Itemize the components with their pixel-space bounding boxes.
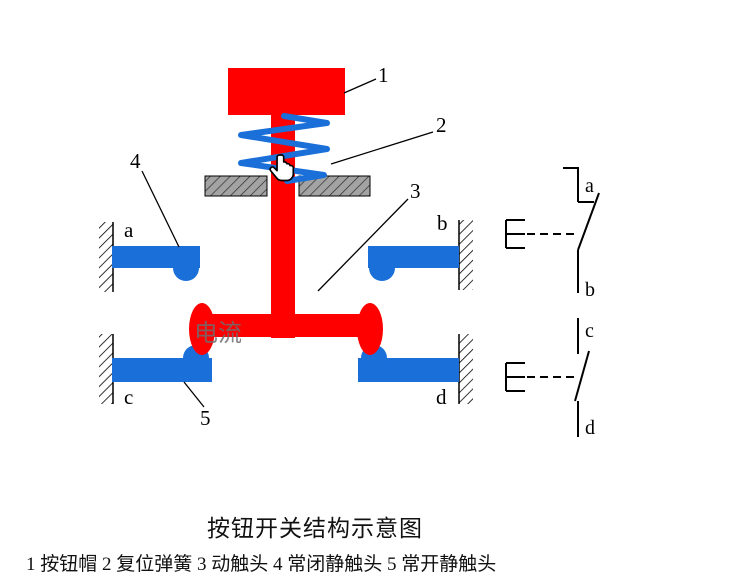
nc-pushbutton-symbol [505,167,600,293]
terminal-label-d: d [436,385,447,409]
leader-line-5 [183,381,205,408]
nc-contact-tip-a [173,255,199,281]
button-cap[interactable] [228,68,345,115]
panel-block-left [204,175,268,197]
nc-contact-tip-b [369,255,395,281]
wall-hatch-upper-left [99,222,113,292]
symbol-label-a: a [585,175,594,197]
leader-line-4 [141,170,180,248]
bridge-contact-left [189,303,215,355]
wall-hatch-upper-right [459,220,473,290]
part-label-1: 1 [378,63,389,87]
parts-legend: 1 按钮帽 2 复位弹簧 3 动触头 4 常闭静触头 5 常开静触头 [26,554,497,575]
no-pushbutton-symbol [505,318,590,437]
leader-line-1 [343,78,377,94]
part-label-4: 4 [130,149,141,173]
symbol-label-d: d [585,417,595,439]
return-spring [238,113,330,184]
bridge-contact-right [357,303,383,355]
nc-symbol-wire-top [563,167,579,202]
terminal-label-a: a [124,218,134,242]
plunger-shaft [271,112,295,338]
leader-line-2 [330,131,434,165]
symbol-label-c: c [585,320,594,342]
nc-symbol-actuator [505,219,525,249]
symbol-label-b: b [585,279,595,301]
wall-hatch-lower-right [459,334,473,404]
diagram-title: 按钮开关结构示意图 [207,516,423,541]
nc-symbol-arm [577,192,600,251]
terminal-label-b: b [437,211,448,235]
terminal-label-c: c [124,385,133,409]
moving-contact-bridge [193,314,377,337]
part-label-3: 3 [410,179,421,203]
wall-hatch-lower-left [99,334,113,404]
part-label-5: 5 [200,406,211,430]
panel-block-right [298,175,371,197]
current-label: 电流 [194,320,242,347]
leader-line-3 [317,198,409,292]
part-label-2: 2 [436,113,447,137]
no-symbol-arm [574,350,590,402]
hand-cursor-icon [269,154,295,182]
no-symbol-actuator [505,362,525,392]
